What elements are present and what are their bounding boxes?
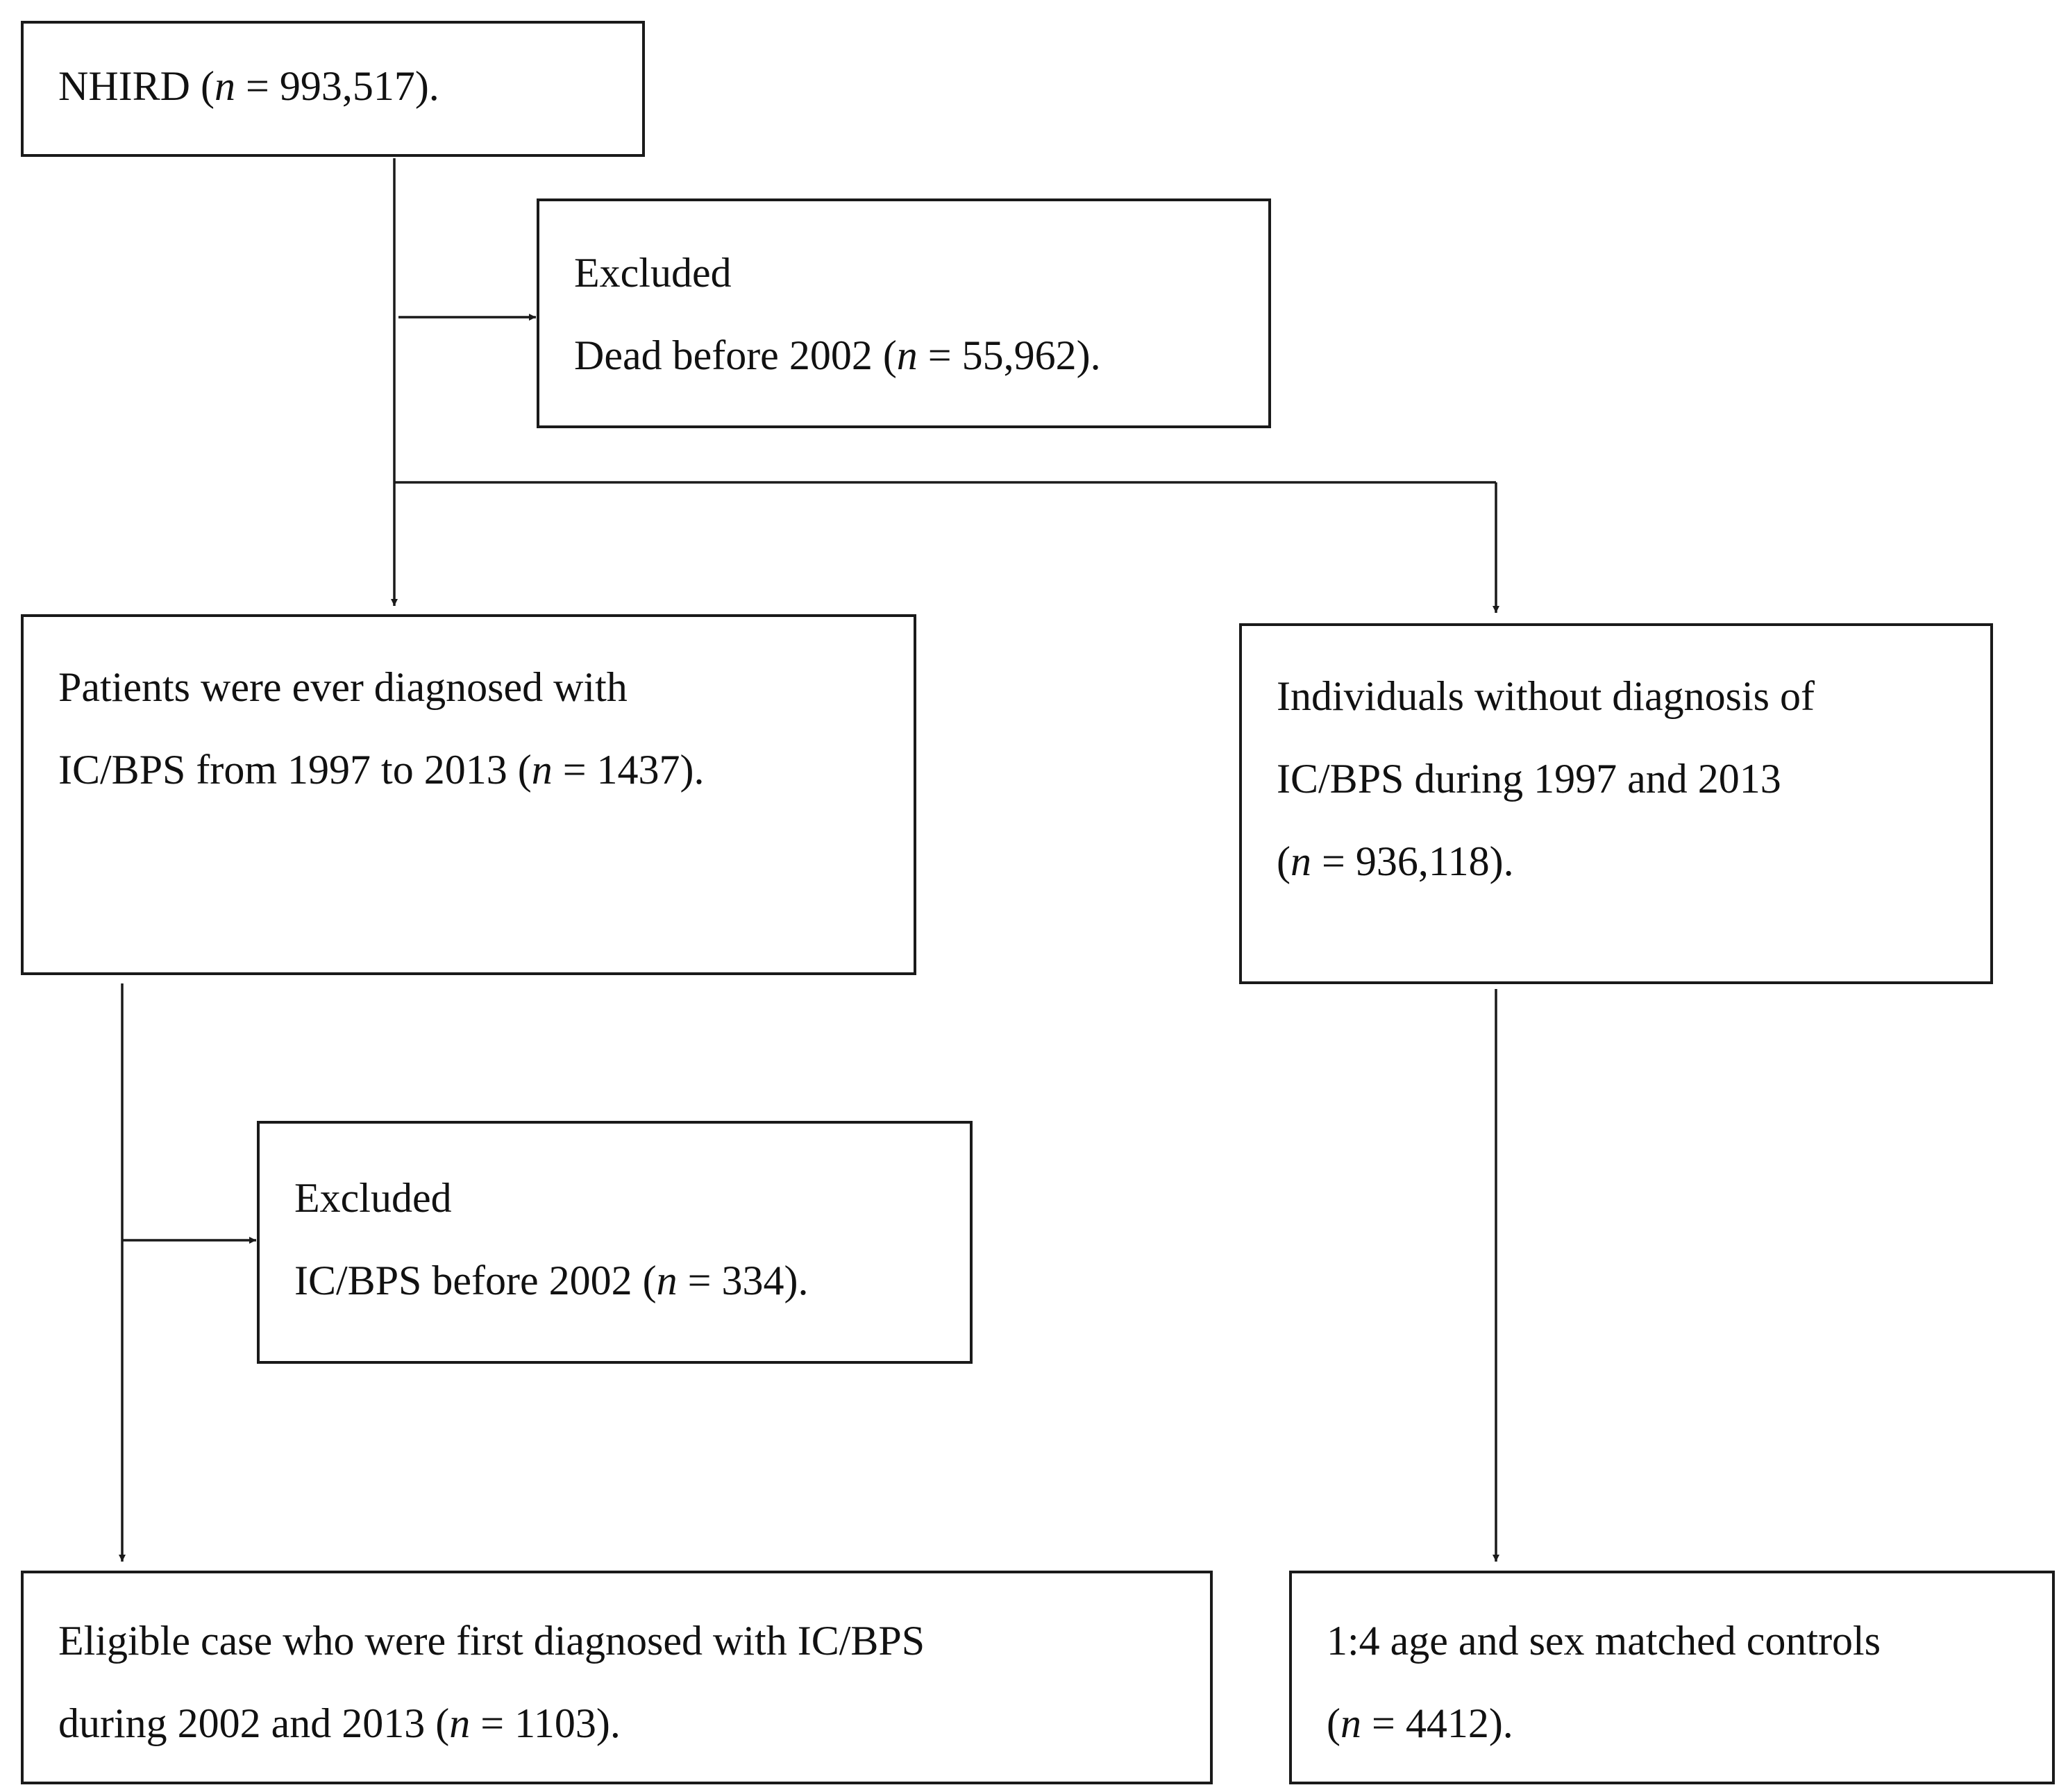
excluded-icbps-heading: Excluded	[294, 1175, 452, 1221]
individuals-line1: Individuals without diagnosis of	[1277, 673, 1815, 719]
patients-count: IC/BPS from 1997 to 2013 (n = 1437).	[58, 747, 705, 793]
eligible-count: during 2002 and 2013 (n = 1103).	[58, 1700, 621, 1746]
patients-box: Patients were ever diagnosed with IC/BPS…	[21, 614, 916, 975]
eligible-line1: Eligible case who were first diagnosed w…	[58, 1618, 925, 1664]
controls-count: (n = 4412).	[1327, 1700, 1513, 1746]
excluded-dead-count: Dead before 2002 (n = 55,962).	[574, 332, 1101, 378]
individuals-count: (n = 936,118).	[1277, 838, 1514, 884]
excluded-dead-box: Excluded Dead before 2002 (n = 55,962).	[537, 198, 1271, 428]
patients-line1: Patients were ever diagnosed with	[58, 664, 628, 710]
controls-line1: 1:4 age and sex matched controls	[1327, 1618, 1881, 1664]
excluded-icbps-box: Excluded IC/BPS before 2002 (n = 334).	[257, 1121, 973, 1364]
excluded-icbps-count: IC/BPS before 2002 (n = 334).	[294, 1258, 809, 1303]
matched-controls-box: 1:4 age and sex matched controls (n = 44…	[1289, 1571, 2055, 1784]
individuals-box: Individuals without diagnosis of IC/BPS …	[1239, 623, 1993, 984]
eligible-cases-box: Eligible case who were first diagnosed w…	[21, 1571, 1213, 1784]
excluded-dead-heading: Excluded	[574, 250, 732, 296]
nhird-box: NHIRD (n = 993,517).	[21, 21, 645, 157]
individuals-line2: IC/BPS during 1997 and 2013	[1277, 756, 1781, 802]
nhird-label: NHIRD (n = 993,517).	[58, 63, 439, 109]
